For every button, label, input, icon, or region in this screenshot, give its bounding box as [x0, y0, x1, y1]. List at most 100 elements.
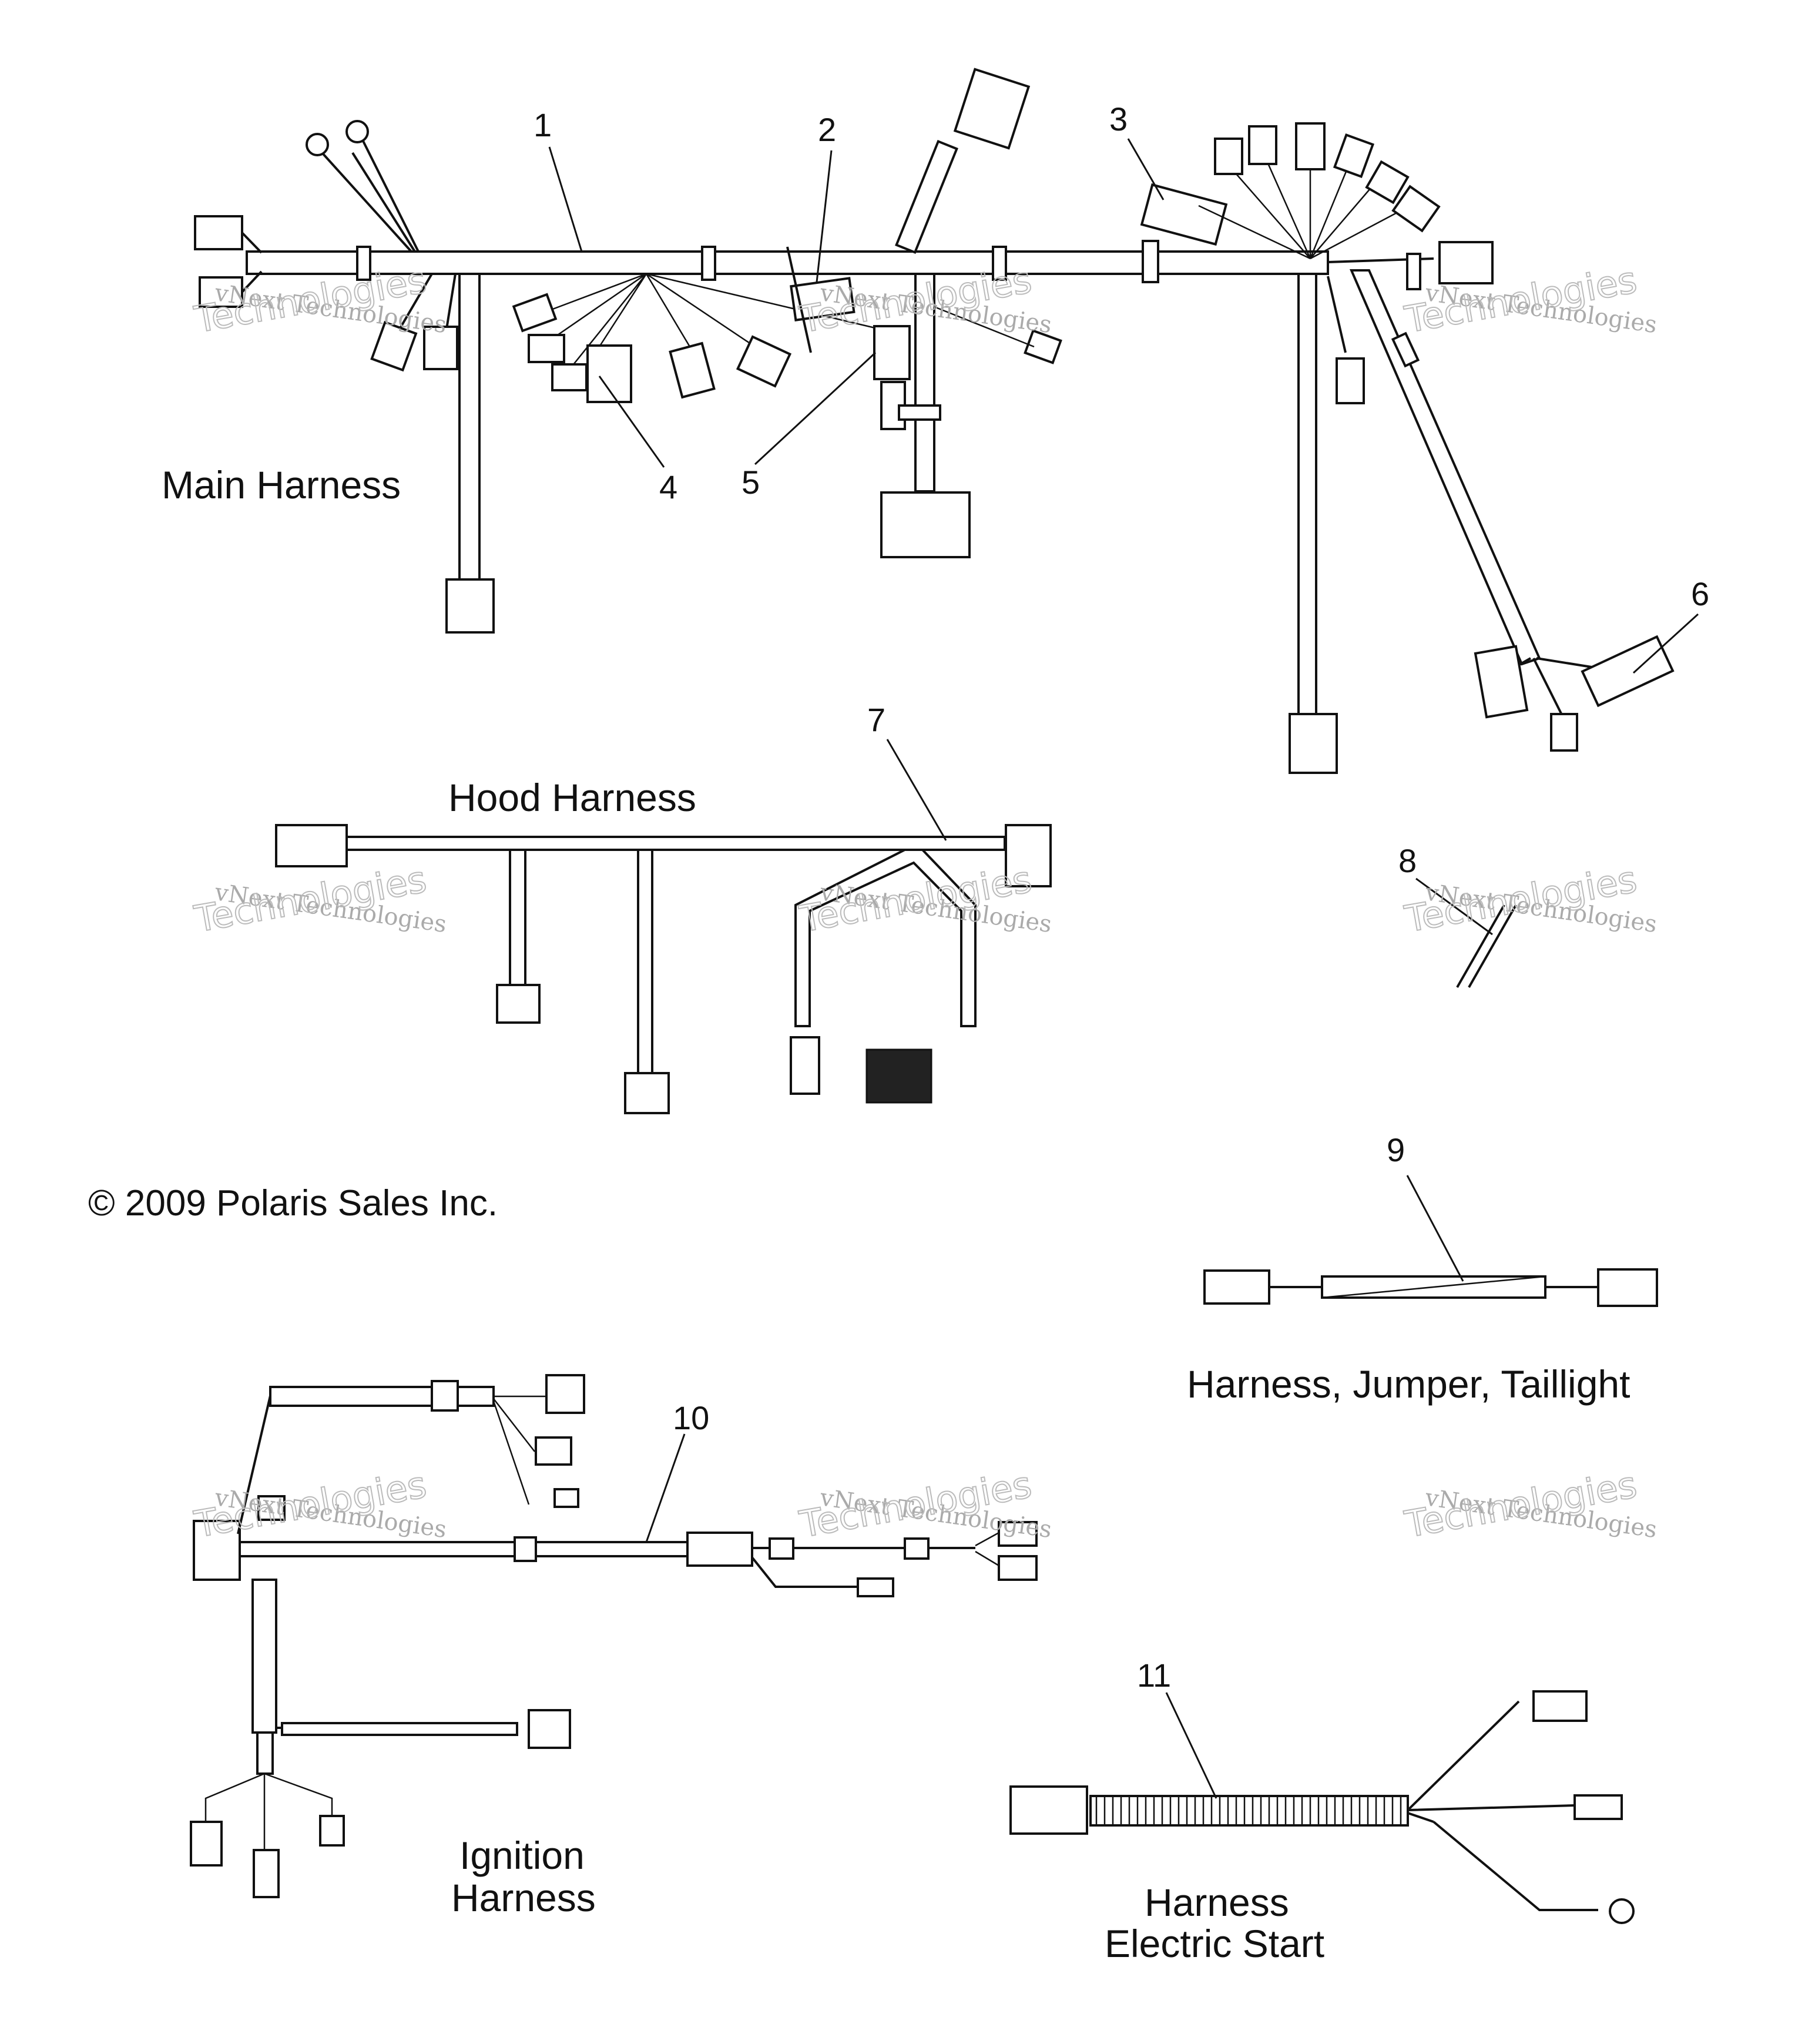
ignition-side-connector — [528, 1709, 571, 1749]
hood-connector-1 — [496, 984, 541, 1024]
hood-split-branch — [794, 849, 977, 1027]
hood-drop-2 — [637, 849, 653, 1074]
inline-fuse — [1406, 253, 1421, 290]
item-6-connector-c — [1581, 635, 1675, 708]
title-electric-line2: Electric Start — [1105, 1922, 1324, 1965]
ignition-vertical-lower — [256, 1731, 274, 1775]
item-5-connector — [873, 325, 911, 380]
electric-corrugated-sleeve — [1089, 1795, 1409, 1827]
watermark: vNext Technologies Technologies — [1401, 1462, 1659, 1546]
hub-connector — [1391, 185, 1441, 233]
fan-connector — [528, 334, 565, 363]
ignition-bottom-connector-b — [253, 1849, 280, 1898]
title-electric-line1: Harness — [1145, 1881, 1289, 1924]
title-ignition-line2: Harness — [451, 1876, 596, 1919]
hood-harness-trunk — [345, 836, 1006, 851]
watermark: vNext Technologies Technologies — [190, 1462, 448, 1546]
fan-connector — [512, 293, 558, 333]
ring-terminal — [345, 120, 369, 143]
ignition-end-connector-b — [998, 1555, 1038, 1581]
hub-connector — [1333, 133, 1375, 179]
relay-connector — [586, 344, 632, 403]
fan-connector — [669, 341, 716, 399]
callout-6: 6 — [1691, 575, 1709, 612]
item-3-connector — [1140, 183, 1228, 246]
right-bottom-connector — [1289, 713, 1338, 774]
callout-4: 4 — [659, 468, 677, 505]
hub-connector — [1214, 138, 1243, 175]
fan-connector — [1024, 329, 1062, 364]
ignition-side-branch — [281, 1722, 518, 1736]
hood-connector-4 — [865, 1048, 932, 1104]
item-5-clip — [898, 404, 941, 421]
main-drop-branch — [458, 273, 481, 581]
hood-right-connector — [1005, 824, 1052, 887]
electric-ring-terminal — [1609, 1898, 1635, 1924]
corrugation-ribs — [1095, 1797, 1402, 1824]
main-harness-group — [194, 68, 1675, 774]
main-left-connector-upper — [194, 215, 243, 250]
electric-upper-connector — [1532, 1690, 1588, 1722]
trunk-clip — [701, 246, 716, 281]
inline-plug — [1391, 331, 1420, 368]
title-jumper-harness: Harness, Jumper, Taillight — [1187, 1362, 1630, 1406]
ignition-horizontal-branch — [239, 1541, 693, 1557]
pigtail-connector — [370, 320, 418, 372]
right-small-connector — [1336, 357, 1365, 404]
ignition-bottom-connector-a — [190, 1821, 223, 1867]
title-main-harness: Main Harness — [162, 463, 401, 507]
hood-harness-group — [275, 824, 1052, 1114]
watermark: vNext Technologies Technologies — [796, 1462, 1054, 1546]
jumper-right-connector — [1597, 1268, 1658, 1307]
hub-connector — [1248, 125, 1277, 165]
callout-11: 11 — [1137, 1657, 1171, 1694]
fan-connector — [551, 363, 588, 391]
callout-9: 9 — [1387, 1131, 1405, 1168]
right-end-connector — [1438, 241, 1494, 284]
watermark: vNext Technologies Technologies — [1401, 857, 1659, 941]
copyright-notice: © 2009 Polaris Sales Inc. — [88, 1183, 498, 1224]
right-drop-branch — [1297, 273, 1317, 722]
large-bottom-connector — [880, 491, 971, 558]
ignition-upper-connector-c — [553, 1488, 579, 1508]
ignition-clip — [686, 1532, 753, 1567]
trunk-clip — [356, 246, 371, 281]
ignition-clip — [904, 1537, 930, 1560]
ignition-upper-connector-a — [545, 1374, 585, 1414]
ignition-clip — [769, 1537, 794, 1560]
ignition-upper-clip — [431, 1380, 459, 1412]
hood-drop-1 — [509, 849, 526, 986]
trunk-clip — [992, 246, 1007, 281]
item-2-connector — [790, 277, 855, 321]
ignition-vertical-branch — [251, 1579, 277, 1734]
fan-connector — [736, 335, 792, 388]
ignition-clip — [514, 1536, 537, 1562]
ignition-upper-connector-b — [535, 1436, 572, 1466]
item-6-connector-b — [1550, 713, 1578, 752]
title-hood-harness: Hood Harness — [448, 776, 696, 819]
hood-left-connector — [275, 824, 348, 867]
pigtail-connector — [423, 326, 458, 370]
jumper-harness-group — [1203, 1268, 1658, 1307]
ignition-end-connector-a — [998, 1521, 1038, 1547]
ignition-small-connector — [857, 1577, 894, 1597]
item-5-branch — [914, 273, 935, 492]
ring-terminal — [306, 133, 329, 156]
harness-titles: Main Harness Hood Harness Harness, Jumpe… — [88, 463, 1630, 1965]
callout-8: 8 — [1398, 842, 1417, 879]
electric-middle-connector — [1573, 1794, 1623, 1820]
title-ignition-line1: Ignition — [459, 1834, 585, 1877]
ignition-main-connector — [193, 1520, 241, 1581]
callout-3: 3 — [1109, 100, 1128, 138]
item-6-connector-a — [1474, 645, 1529, 719]
ignition-bottom-connector-c — [319, 1815, 345, 1847]
hood-connector-2 — [624, 1072, 670, 1114]
callout-10: 10 — [673, 1399, 709, 1436]
trunk-clip — [1142, 240, 1159, 283]
ignition-upper-branch — [269, 1386, 495, 1407]
ignition-harness-group — [190, 1374, 1038, 1898]
jumper-left-connector — [1203, 1269, 1270, 1305]
callout-2: 2 — [818, 111, 836, 148]
electric-left-connector — [1009, 1785, 1088, 1835]
